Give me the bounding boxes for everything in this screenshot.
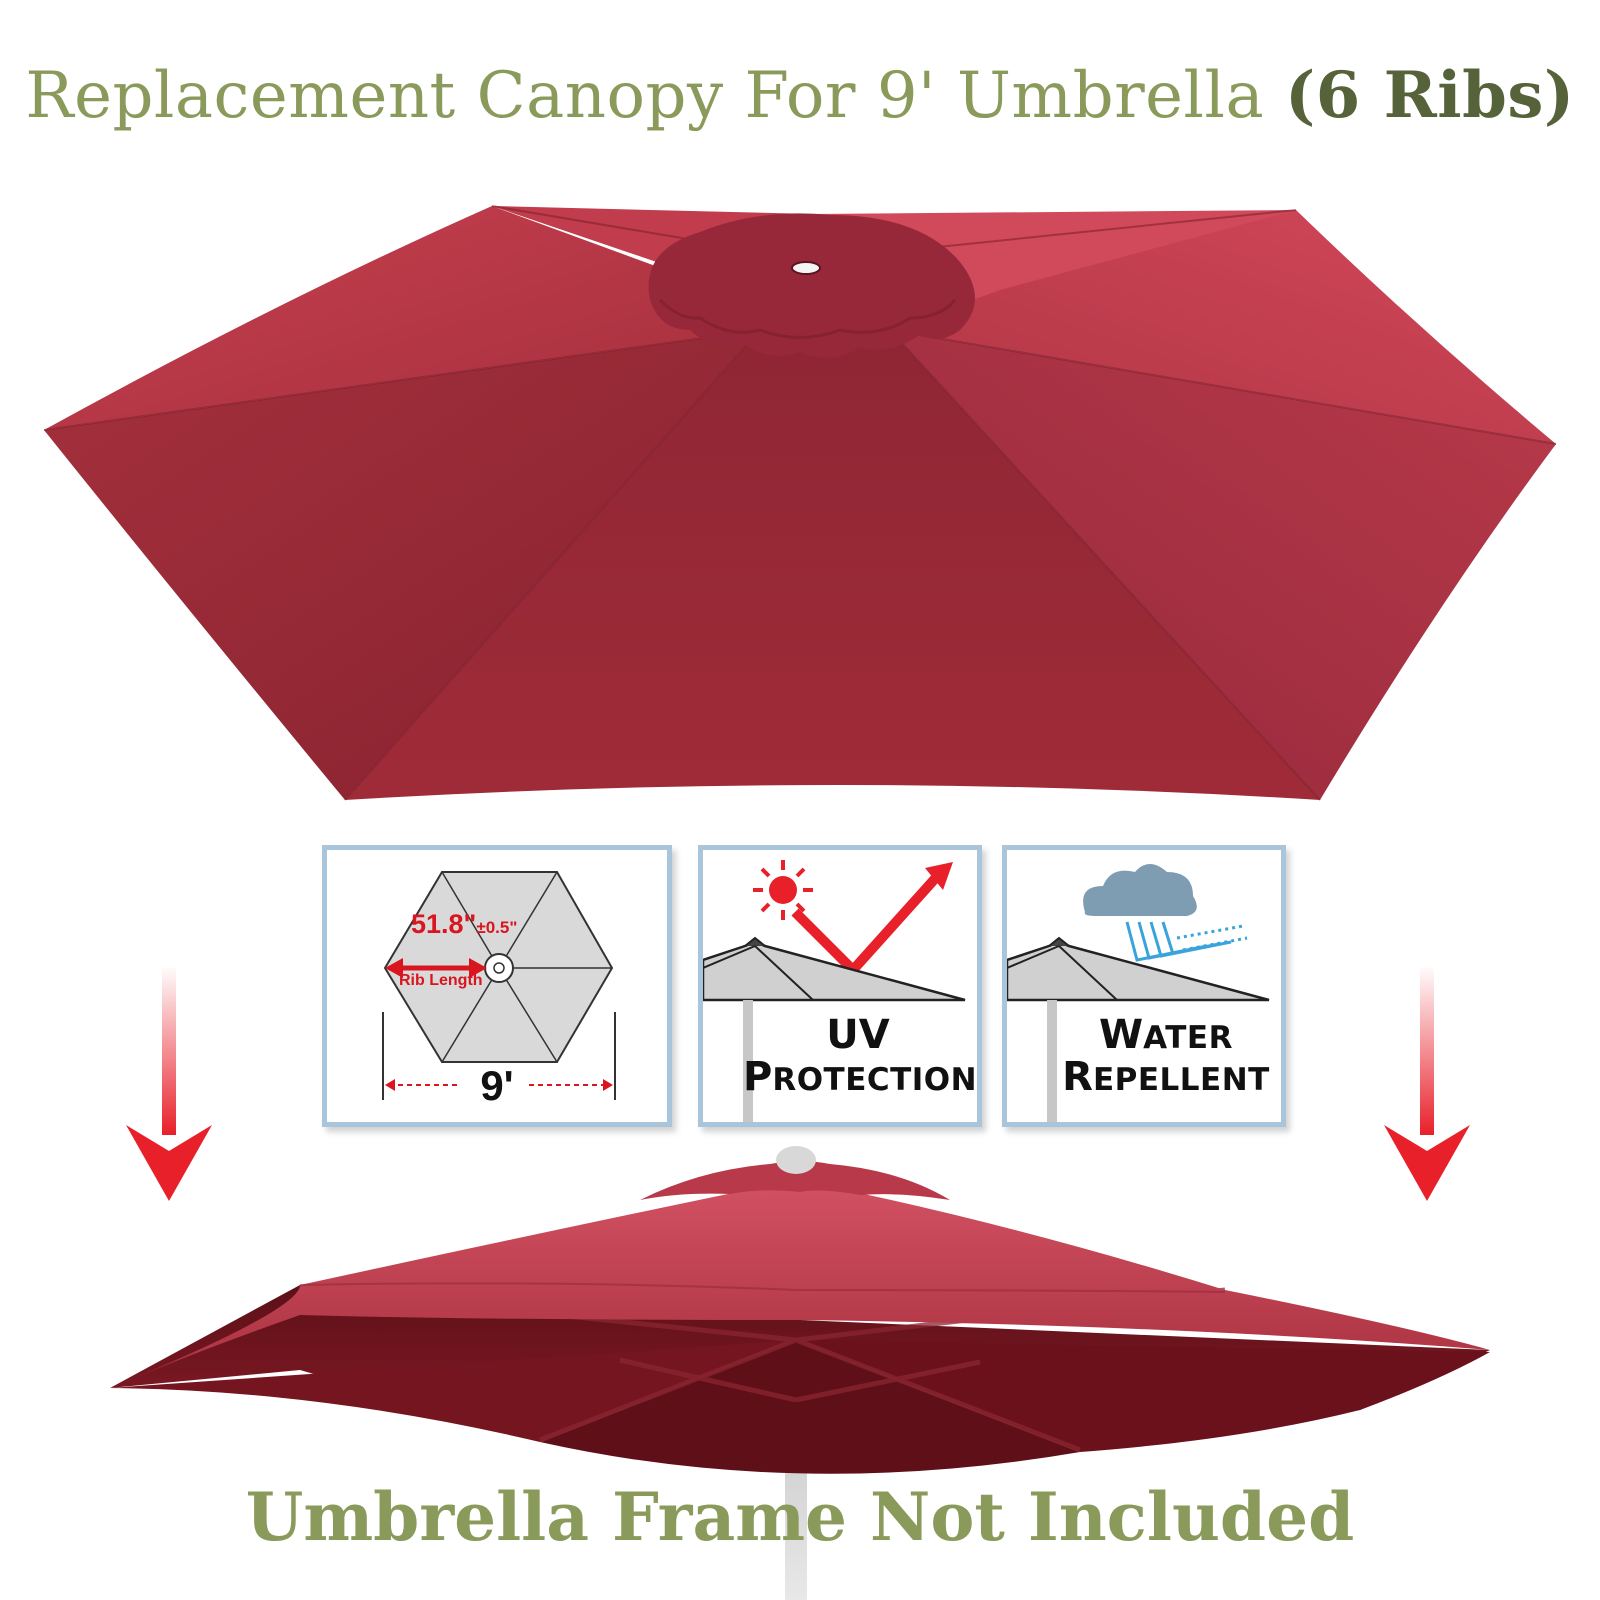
- title-rib-count: (6 Ribs): [1284, 58, 1575, 133]
- down-arrow-right-icon: [1384, 965, 1470, 1201]
- frame-not-included-note: Umbrella Frame Not Included: [245, 1478, 1355, 1556]
- water-line1: WATER: [1099, 1012, 1233, 1058]
- rib-length-label: Rib Length: [399, 972, 483, 989]
- uv-line2: PROTECTION: [743, 1054, 978, 1100]
- canopy-panel-right: [890, 210, 1556, 444]
- umbrella-side-view: [110, 1146, 1490, 1600]
- water-repellent-panel: WATER REPELLENT: [1002, 845, 1286, 1127]
- canopy-panel-lower-right: [890, 330, 1556, 800]
- page-title: Replacement Canopy For 9' Umbrella (6 Ri…: [0, 58, 1600, 133]
- canopy-top-surface: [110, 1180, 1490, 1388]
- uv-diagram-icon: [703, 860, 966, 1122]
- water-line2: REPELLENT: [1062, 1054, 1270, 1100]
- sun-icon: [753, 860, 813, 920]
- canopy-panel-front: [345, 330, 1320, 800]
- vent-cap: [648, 213, 975, 358]
- uv-line1: UV: [826, 1012, 890, 1058]
- vent-cap-side: [640, 1161, 950, 1200]
- finial: [776, 1146, 816, 1174]
- size-diagram-panel: 51.8"±0.5" Rib Length 9': [322, 845, 672, 1127]
- canopy-panel-left: [44, 206, 760, 430]
- title-main: Replacement Canopy For 9' Umbrella: [25, 59, 1285, 133]
- uv-protection-label: UV PROTECTION: [743, 1012, 978, 1100]
- rib-length-value: 51.8"±0.5": [411, 909, 518, 939]
- uv-protection-panel: UV PROTECTION: [698, 845, 982, 1127]
- diameter-label: 9': [480, 1062, 514, 1109]
- water-diagram-icon: [1007, 864, 1270, 1122]
- hexagon-diagram-icon: [382, 871, 616, 1100]
- down-arrow-left-icon: [126, 965, 212, 1201]
- water-repellent-label: WATER REPELLENT: [1051, 1014, 1281, 1098]
- canopy-top-view: [43, 205, 1557, 801]
- canopy-panel-lower-left: [44, 330, 760, 800]
- rain-cloud-icon: [1083, 864, 1197, 916]
- pole-hole-icon: [791, 261, 821, 275]
